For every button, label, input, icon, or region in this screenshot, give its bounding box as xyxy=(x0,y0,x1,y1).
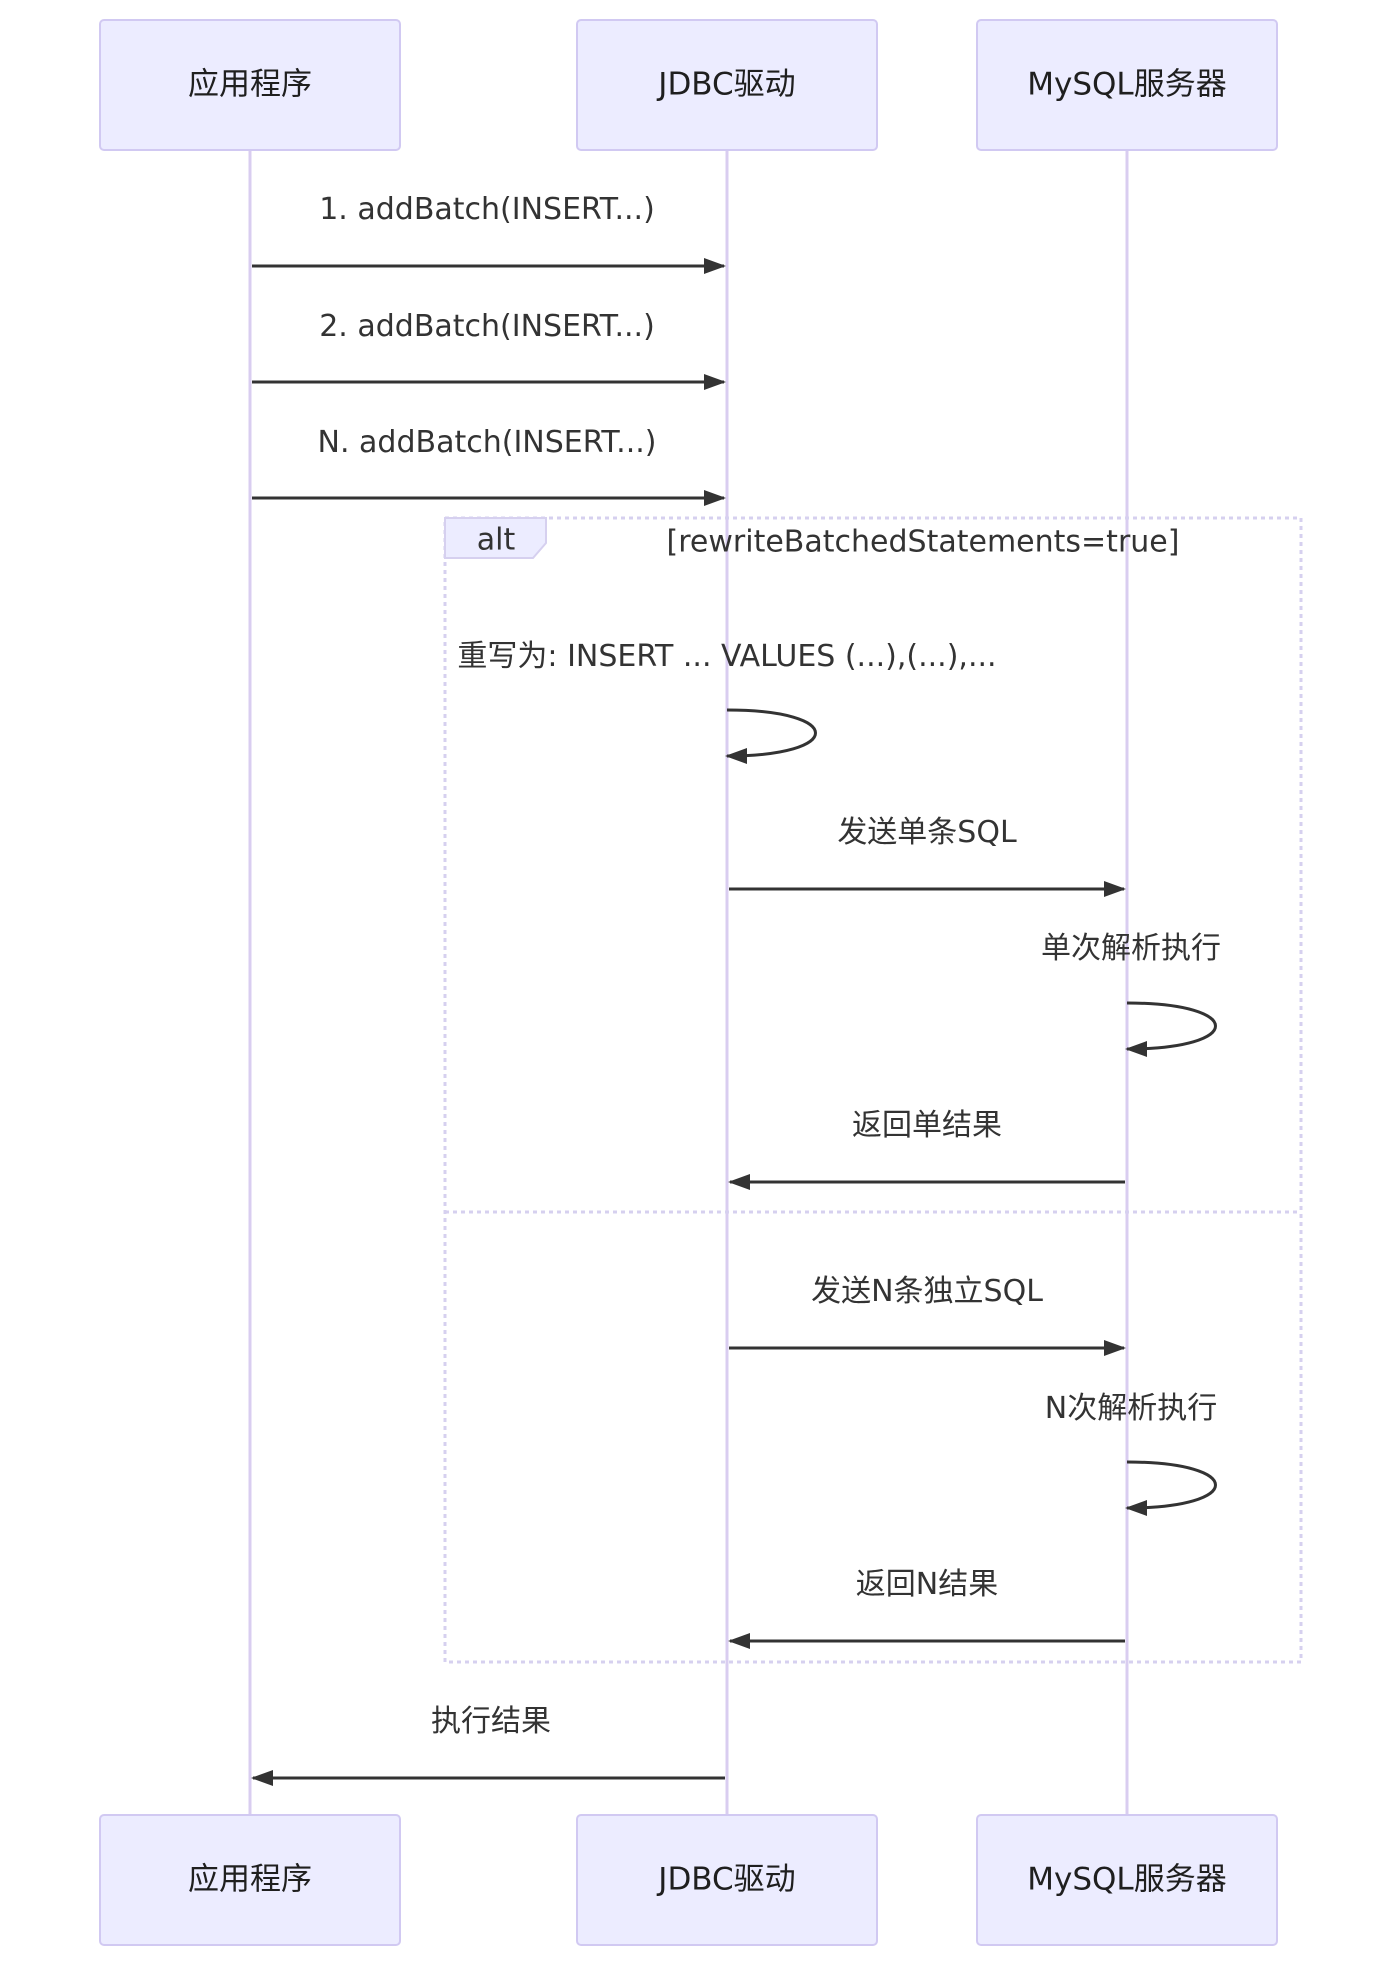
message-label: 单次解析执行 xyxy=(1041,931,1221,966)
actor-box xyxy=(976,19,1278,151)
self-loop-arrow xyxy=(1125,1460,1217,1516)
alt-frame-label: alt xyxy=(477,523,516,558)
message-label: 发送N条独立SQL xyxy=(811,1274,1043,1309)
actor-label: 应用程序 xyxy=(188,1862,312,1898)
alt-frame: alt [rewriteBatchedStatements=true] xyxy=(443,516,1303,1664)
message-exec-result: 执行结果 xyxy=(251,1704,725,1786)
message-send-n-sql: 发送N条独立SQL xyxy=(729,1274,1126,1356)
actor-box xyxy=(576,1814,878,1946)
actor-bottom-mysql: MySQL服务器 xyxy=(976,1814,1278,1946)
actor-box xyxy=(99,19,401,151)
actor-bottom-jdbc: JDBC驱动 xyxy=(576,1814,878,1946)
alt-frame-condition: [rewriteBatchedStatements=true] xyxy=(667,525,1180,560)
actor-label: 应用程序 xyxy=(188,67,312,103)
message-label: 执行结果 xyxy=(431,1704,551,1739)
message-rewrite-self: 重写为: INSERT ... VALUES (...),(...),... xyxy=(457,639,997,764)
actor-top-jdbc: JDBC驱动 xyxy=(576,19,878,151)
actor-label: MySQL服务器 xyxy=(1027,67,1226,103)
actor-top-mysql: MySQL服务器 xyxy=(976,19,1278,151)
message-2: 2. addBatch(INSERT...) xyxy=(252,309,726,390)
message-label: 返回N结果 xyxy=(856,1567,998,1602)
message-label: 2. addBatch(INSERT...) xyxy=(319,309,655,344)
message-label: N次解析执行 xyxy=(1045,1391,1217,1426)
actor-box xyxy=(576,19,878,151)
message-label: 返回单结果 xyxy=(852,1108,1002,1143)
actor-label: MySQL服务器 xyxy=(1027,1862,1226,1898)
actor-label: JDBC驱动 xyxy=(656,67,795,103)
message-send-single-sql: 发送单条SQL xyxy=(729,815,1126,897)
self-loop-arrow xyxy=(1125,1001,1217,1057)
message-return-n: 返回N结果 xyxy=(728,1567,1125,1649)
message-label: 重写为: INSERT ... VALUES (...),(...),... xyxy=(457,639,996,674)
actor-box xyxy=(976,1814,1278,1946)
actor-box xyxy=(99,1814,401,1946)
alt-frame-tab xyxy=(444,517,547,559)
message-n-parse-self: N次解析执行 xyxy=(1045,1391,1217,1516)
message-label: 发送单条SQL xyxy=(837,815,1017,850)
actor-top-app: 应用程序 xyxy=(99,19,401,151)
message-1: 1. addBatch(INSERT...) xyxy=(252,192,726,274)
message-label: N. addBatch(INSERT...) xyxy=(318,425,657,460)
message-label: 1. addBatch(INSERT...) xyxy=(319,192,655,227)
actor-label: JDBC驱动 xyxy=(656,1862,795,1898)
message-3: N. addBatch(INSERT...) xyxy=(252,425,726,506)
self-loop-arrow xyxy=(725,708,817,764)
message-return-single: 返回单结果 xyxy=(728,1108,1125,1190)
actor-bottom-app: 应用程序 xyxy=(99,1814,401,1946)
message-single-parse-self: 单次解析执行 xyxy=(1041,931,1221,1057)
alt-frame-border xyxy=(443,516,1303,1664)
